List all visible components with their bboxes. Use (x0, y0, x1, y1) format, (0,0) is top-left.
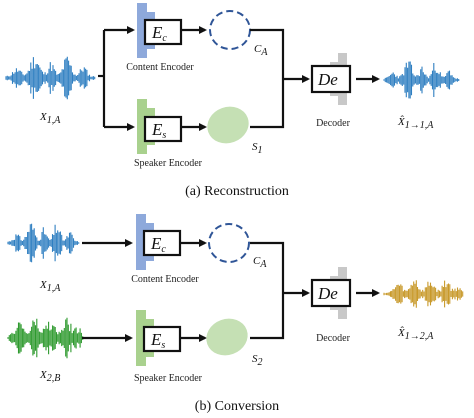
speaker-encoder-symbol: Es (151, 120, 166, 141)
merge-arrows-a (250, 28, 310, 129)
content-code-label-b: CA (253, 255, 267, 270)
encoder-layer (137, 3, 147, 58)
split-arrows-a (98, 26, 135, 131)
output-label-b: X̂1→2,A (397, 326, 434, 342)
merge-arrows-b (250, 241, 310, 340)
decoder-label-b: Decoder (316, 333, 351, 344)
speaker-encoder-label-a: Speaker Encoder (134, 158, 203, 169)
waveform-trace (5, 56, 96, 100)
speaker-encoder-label-b: Speaker Encoder (134, 373, 203, 384)
reconstruction-panel: X1,A Ec Content Encoder Es Speaker Encod… (5, 3, 460, 199)
speaker-encoder-b: Es (136, 310, 182, 366)
decoder-box (310, 64, 352, 94)
caption-reconstruction: (a) Reconstruction (185, 184, 289, 199)
encoder-layer (136, 310, 146, 366)
output-waveform-b (383, 280, 464, 308)
speaker-encoder-symbol: Es (150, 330, 165, 351)
output-label-a: X̂1→1,A (397, 115, 434, 131)
content-encoder-a: Ec (137, 3, 183, 58)
input-label-b1: X1,A (39, 279, 61, 294)
content-encoder-label-b: Content Encoder (131, 274, 199, 285)
waveform-trace (7, 317, 84, 359)
input-waveform-a (5, 56, 96, 100)
output-waveform-a (383, 61, 460, 99)
encoder-layer (136, 214, 146, 270)
conversion-panel: X1,A X2,B Ec Content Encoder Es Speaker … (7, 214, 464, 414)
content-encoder-symbol: Ec (150, 234, 166, 255)
decoder-a: De (310, 53, 352, 105)
caption-conversion: (b) Conversion (195, 399, 279, 414)
waveform-trace (383, 61, 460, 99)
speaker-code-label-b: S2 (252, 353, 263, 368)
input-waveform-b1 (7, 223, 80, 263)
content-code-a (209, 10, 251, 50)
decoder-symbol: De (317, 284, 338, 303)
speaker-encoder-a: Es (137, 99, 183, 154)
waveform-trace (383, 280, 464, 308)
speaker-code-a (207, 106, 249, 144)
decoder-label-a: Decoder (316, 118, 351, 129)
encoder-box (143, 18, 183, 46)
waveform-trace (7, 223, 80, 263)
encoder-box (143, 115, 183, 143)
decoder-symbol: De (317, 70, 338, 89)
input-waveform-b2 (7, 317, 84, 359)
content-encoder-b: Ec (136, 214, 182, 270)
decoder-b: De (310, 267, 352, 319)
content-code-b (208, 223, 250, 263)
decoder-box (310, 278, 352, 308)
input-label-b2: X2,B (39, 369, 60, 384)
content-encoder-symbol: Ec (151, 23, 167, 44)
input-label-a: X1,A (39, 111, 61, 126)
content-encoder-label-a: Content Encoder (126, 62, 194, 73)
content-code-label-a: CA (254, 43, 268, 58)
speaker-code-label-a: S1 (252, 141, 263, 156)
speaker-code-b (206, 318, 248, 356)
encoder-layer (137, 99, 147, 154)
